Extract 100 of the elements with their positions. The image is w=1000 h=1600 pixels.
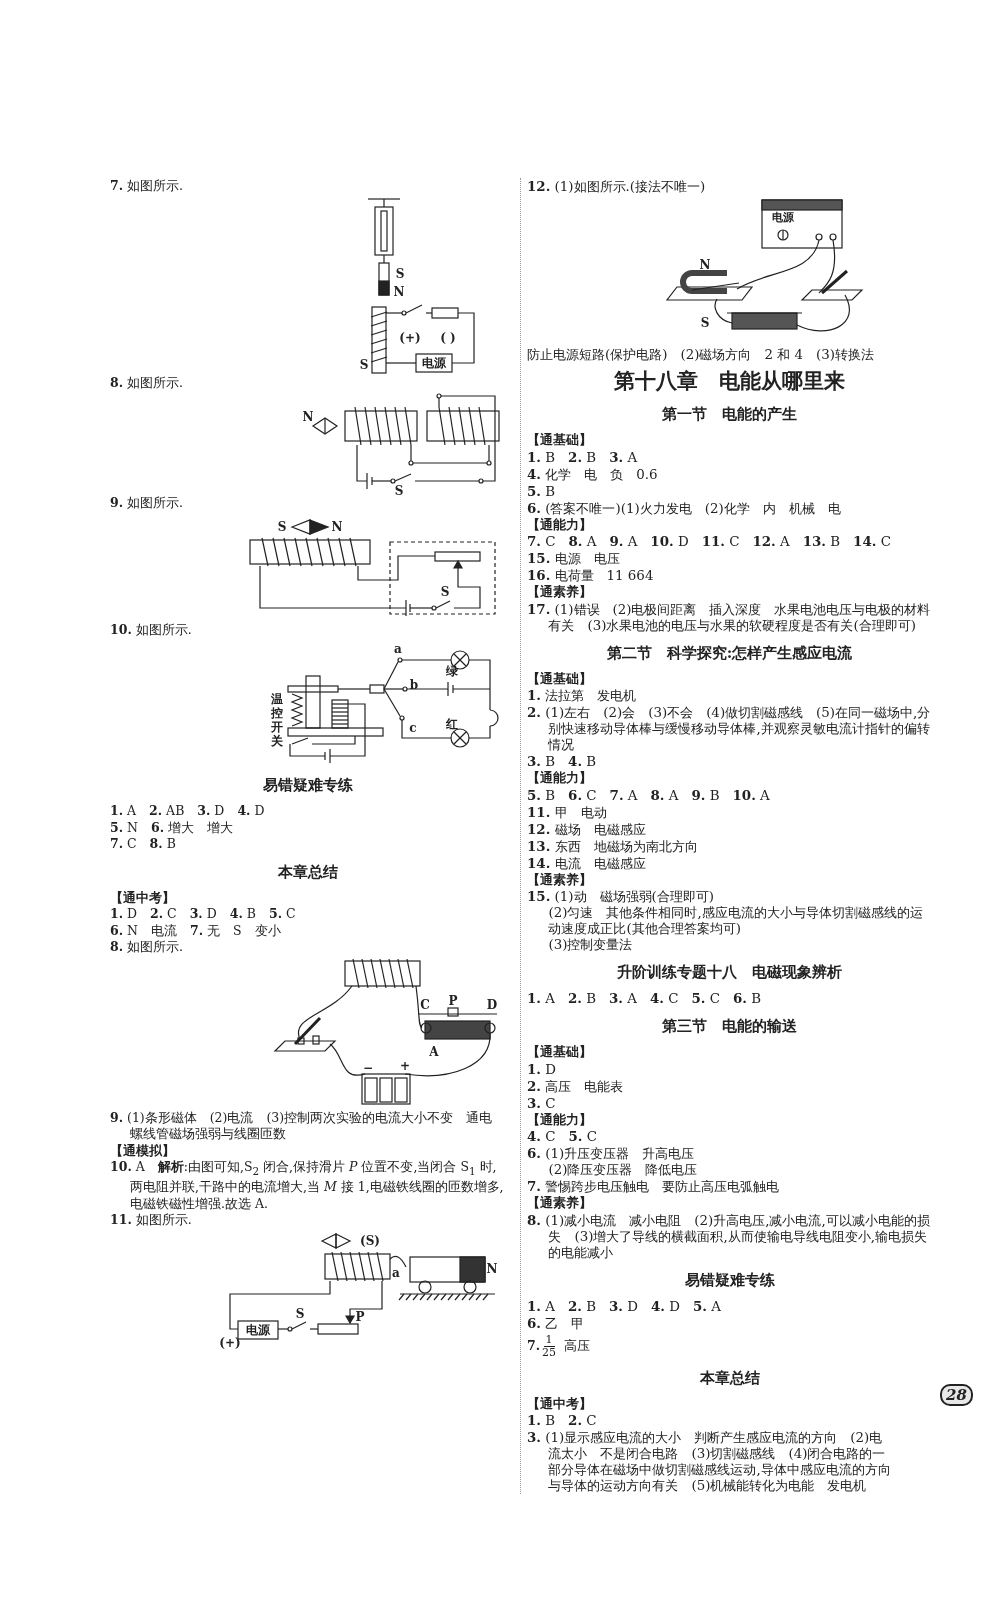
section-heading: 升阶训练专题十八 电磁现象辨析: [616, 963, 843, 982]
answer-text: 8. 如图所示.: [110, 939, 184, 956]
terminal-label: (+): [399, 331, 421, 344]
answer-text: 7. 警惕跨步电压触电 要防止高压电弧触电: [527, 1178, 781, 1195]
answer-text: 3. B 4. B: [527, 753, 598, 770]
answer-text: 8. 如图所示.: [110, 374, 184, 391]
switch-label: 温控开关: [270, 692, 284, 748]
section-tag: 【通模拟】: [110, 1142, 505, 1159]
answer-text: 1. D 2. C 3. D 4. B 5. C: [110, 906, 297, 923]
answer-text: 6. (答案不唯一)(1)火力发电 (2)化学 内 机械 电: [527, 499, 842, 517]
answer-text: 1. B 2. C: [527, 1412, 598, 1429]
terminal-label: D: [486, 998, 498, 1011]
terminal-label: C: [420, 998, 430, 1011]
answer-text: 1. 法拉第 发电机: [527, 687, 638, 704]
section-tag: 【通中考】: [110, 889, 505, 906]
answer-text: 1. A 2. AB 3. D 4. D: [110, 803, 266, 820]
pole-label: N: [699, 258, 711, 272]
section-tag: 【通素养】: [527, 584, 932, 601]
answer-text: 17. (1)错误 (2)电极间距离 插入深度 水果电池电压与电极的材料有关 (3)水果电池的电压与水果的软硬程度是否有关(合理即可): [527, 600, 932, 634]
pole-label: N: [393, 285, 405, 298]
answer-text: 7.: [527, 1337, 541, 1353]
section-tag: 【通素养】: [527, 1195, 932, 1212]
answer-text: (2)匀速 其他条件相同时,感应电流的大小与导体切割磁感线的运动速度成正比(其他合理答案均可): [547, 905, 924, 937]
pole-label: S: [359, 358, 369, 371]
answer-text: 4. 化学 电 负 0.6: [527, 465, 659, 483]
pole-label: N: [486, 1262, 498, 1275]
answer-text: 3. (1)显示感应电流的大小 判断产生感应电流的方向 (2)电流太小 不是闭合电路 (3)切割磁感线 (4)闭合电路的一部分导体在磁场中做切割磁感线运动,导体中感应电流的方向与导体的运动方向有关 (5)机械能转化为电能 发电机: [527, 1429, 892, 1494]
answer-text: 2. 高压 电能表: [527, 1077, 625, 1095]
pole-label: N: [331, 520, 343, 533]
slider-label: P: [448, 994, 458, 1007]
answer-text: 10. 如图所示.: [110, 621, 193, 638]
answer-text: 2. (1)左右 (2)会 (3)不会 (4)做切割磁感线 (5)在同一磁场中,分别快速移动导体棒与缓慢移动导体棒,并观察灵敏电流计指针的偏转情况: [527, 704, 932, 753]
answer-text: 1. B 2. B 3. A: [527, 448, 639, 466]
switch-label: S: [394, 484, 404, 498]
answer-text: 5. B: [527, 482, 557, 500]
answer-text: 1. D: [527, 1060, 557, 1078]
answer-text: (3)控制变量法: [547, 937, 634, 953]
answer-text: 5. B 6. C 7. A 8. A 9. B 10. A: [527, 786, 771, 804]
terminal-label: c: [409, 721, 417, 735]
section-heading: 易错疑难专练: [683, 1270, 776, 1290]
component-label: 电源: [422, 356, 446, 369]
answer-text: 6. N 电流 7. 无 S 变小: [110, 922, 282, 939]
answer-text: 7. C 8. B: [110, 836, 177, 853]
terminal-label: A: [429, 1045, 439, 1058]
answer-text: 6. 乙 甲: [527, 1314, 586, 1332]
answer-text: 5. N 6. 增大 增大: [110, 819, 235, 836]
answer-text: 1. A 2. B 3. A 4. C 5. C 6. B: [527, 990, 763, 1007]
terminal-label: a: [392, 1266, 400, 1279]
section-tag: 【通中考】: [527, 1395, 932, 1412]
section-tag: 【通素养】: [527, 871, 932, 888]
terminal-label: b: [409, 678, 419, 692]
terminal-label: a: [394, 642, 402, 656]
pole-label: S: [700, 316, 710, 330]
terminal-label: (+): [219, 1336, 241, 1349]
component-label: 电源: [246, 1323, 270, 1336]
answer-text: (2)降压变压器 降低电压: [547, 1162, 699, 1178]
answer-text: 12. 磁场 电磁感应: [527, 820, 647, 838]
answer-text: 高压: [564, 1337, 591, 1353]
answer-text: 11. 甲 电动: [527, 803, 608, 821]
switch-label: S: [440, 585, 450, 598]
section-tag: 【通基础】: [527, 670, 932, 687]
section-heading: 第二节 科学探究:怎样产生感应电流: [605, 643, 854, 663]
section-tag: 【通能力】: [527, 516, 932, 533]
answer-text: 8. (1)减小电流 减小电阻 (2)升高电压,减小电流,可以减小电能的损失 (3)增大了导线的横截面积,从而使输电导线电阻变小,输电损失的电能减小: [527, 1211, 931, 1261]
page-number: 28: [940, 1384, 973, 1406]
answer-text: 6. (1)升压变压器 升高电压: [527, 1145, 696, 1162]
pole-label: S: [277, 520, 287, 533]
pole-label: N: [302, 410, 314, 424]
switch-label: S: [295, 1307, 305, 1320]
answer-text: 11. 如图所示.: [110, 1212, 193, 1229]
lamp-label: 绿: [446, 664, 458, 678]
section-heading: 本章总结: [276, 862, 339, 882]
answer-text: 4. C 5. C: [527, 1128, 598, 1145]
pole-label: (S): [360, 1234, 380, 1247]
pole-label: S: [395, 267, 405, 280]
section-heading: 第一节 电能的产生: [661, 405, 798, 424]
section-heading: 易错疑难专练: [261, 776, 354, 795]
section-tag: 【通基础】: [527, 1044, 932, 1061]
answer-text: 7. C 8. A 9. A 10. D 11. C 12. A 13. B 14. C: [527, 533, 892, 550]
section-heading: 第三节 电能的输送: [661, 1017, 798, 1036]
answer-text: 1. A 2. B 3. D 4. D 5. A: [527, 1297, 722, 1315]
lamp-label: 红: [446, 717, 458, 731]
answer-text: 12. (1)如图所示.(接法不唯一): [527, 178, 707, 195]
section-heading: 本章总结: [698, 1368, 761, 1388]
answer-text: 9. 如图所示.: [110, 495, 184, 512]
answer-text: 9. (1)条形磁体 (2)电流 (3)控制两次实验的电流大小不变 通电螺线管磁场强弱与线圈匝数: [110, 1109, 494, 1143]
fraction-denominator: 25: [542, 1346, 557, 1359]
terminal-label: ( ): [440, 331, 456, 344]
answer-text: 14. 电流 电磁感应: [527, 854, 647, 872]
answer-text: 10. A 解析:由图可知,S$_{2}$ 闭合,保持滑片 P 位置不变,当闭合 S$_{1}$ 时,两电阻并联,干路中的电流增大,当 M 接 1,电磁铁线圈的匝数增多,电磁铁磁性增强.故选 A.: [110, 1159, 505, 1212]
section-tag: 【通能力】: [527, 770, 932, 787]
answer-text: 13. 东西 地磁场为南北方向: [527, 837, 699, 855]
section-tag: 【通基础】: [527, 432, 932, 449]
answer-text: 15. (1)动 磁场强弱(合理即可): [527, 888, 715, 905]
fraction-numerator: 1: [543, 1333, 555, 1347]
answer-text: 7. 如图所示.: [110, 178, 184, 195]
section-tag: 【通能力】: [527, 1111, 932, 1128]
chapter-heading: 第十八章 电能从哪里来: [613, 367, 846, 395]
slider-label: P: [355, 1310, 365, 1323]
answer-text: 防止电源短路(保护电路) (2)磁场方向 2 和 4 (3)转换法: [527, 347, 875, 363]
